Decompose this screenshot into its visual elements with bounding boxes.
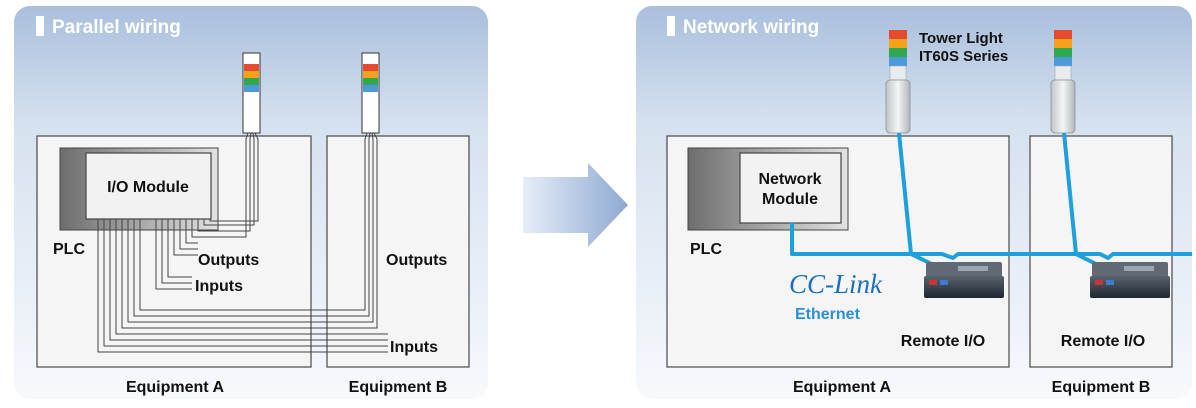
transition-arrow (523, 163, 628, 247)
remote-io-device-b (1090, 262, 1170, 298)
equipment-a-label: Equipment A (126, 379, 225, 396)
equipment-b-box (1029, 135, 1173, 368)
equipment-a-label: Equipment A (793, 379, 892, 396)
tower-light-a (242, 52, 261, 134)
tower-light-it60s-b (1050, 30, 1076, 134)
title-marker (667, 16, 675, 36)
parallel-wires (97, 132, 388, 353)
panel-title: Network wiring (683, 17, 819, 38)
plc-label: PLC (53, 241, 85, 258)
tower-light-label-line2: IT60S Series (919, 48, 1008, 65)
network-module-label-line2: Module (762, 191, 818, 208)
panel-title: Parallel wiring (52, 17, 181, 38)
parallel-wiring-panel: Parallel wiring I/O Module PLC (14, 6, 488, 399)
network-cable (790, 223, 1192, 260)
outputs-label-a: Outputs (198, 252, 259, 269)
network-module-box (739, 152, 842, 224)
outputs-label-b: Outputs (386, 252, 447, 269)
io-module-box (85, 152, 212, 220)
equipment-b-label: Equipment B (1052, 379, 1151, 396)
remote-io-label-a: Remote I/O (901, 333, 985, 350)
equipment-b-label: Equipment B (349, 379, 448, 396)
title-marker (36, 16, 44, 36)
tower-light-it60s-a (885, 30, 911, 134)
inputs-label-a: Inputs (195, 278, 243, 295)
ethernet-label: Ethernet (795, 306, 861, 323)
network-wiring-panel: Network wiring Network Module PLC Tower … (636, 6, 1192, 399)
plc-label: PLC (690, 241, 722, 258)
tower-light-b (361, 52, 380, 134)
remote-io-device-a (924, 262, 1004, 298)
inputs-label-b: Inputs (390, 339, 438, 356)
tower-light-label-line1: Tower Light (919, 30, 1003, 47)
cclink-logo: CC-Link (789, 269, 883, 299)
io-module-label: I/O Module (107, 179, 189, 196)
remote-io-label-b: Remote I/O (1061, 333, 1145, 350)
network-module-label-line1: Network (758, 171, 821, 188)
